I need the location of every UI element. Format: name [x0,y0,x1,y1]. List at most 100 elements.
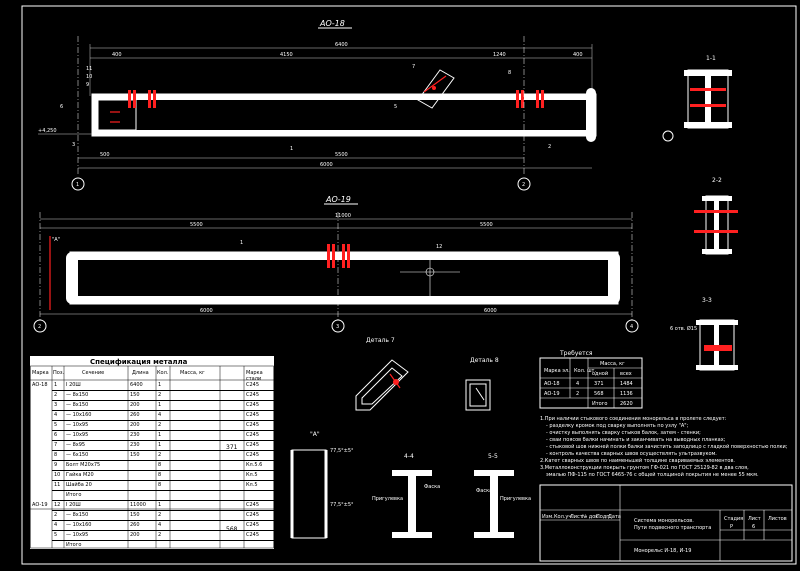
ao19-center-mark [425,267,435,277]
spec-cell: 2 [54,512,58,518]
spec-cell: С245 [246,402,260,408]
demand-sh1: всех [620,371,632,377]
spec-cell: 5 [54,532,58,538]
spec-cell: 200 [130,532,140,538]
spec-cell: 260 [130,412,140,418]
sec44-weld: Пригулевка [372,496,403,502]
note-5: - контроль качества сварных швов осущест… [546,451,717,457]
spec-cell: Кл.5.6 [246,462,263,468]
spec-h3: Длина [132,370,149,376]
demand-r1c3: 1136 [620,391,633,397]
note-6: 2.Катет сварных швов по наименьшей толщи… [540,457,735,464]
ao19-dim-b1: 6000 [200,308,213,314]
note-8: эмалью ПФ-115 по ГОСТ 6465-76 с общей то… [546,471,759,478]
spec-cell: 1 [54,382,58,388]
spec-cell: 1 [158,402,162,408]
sec11-title: 1-1 [706,55,716,62]
spec-cell: 4 [54,412,58,418]
ao19-end-cap-right [608,252,620,304]
spec-row-divider [52,440,274,441]
spec-cell: С245 [246,392,260,398]
stamp-doc: Монорельс И-18, И-19 [634,548,691,554]
note-0: 1.При наличии стыкового соединения монор… [540,416,727,422]
spec-cell: 2 [158,452,162,458]
spec-cell: — 10х95 [66,432,89,438]
detail7-title: Деталь 7 [366,337,395,344]
demand-h2: Масса, кг [600,361,625,367]
spec-cell: 230 [130,442,140,448]
sec55-weld: Пригулевка [500,496,531,502]
spec-cell: С245 [246,512,260,518]
spec-cell: 6 [54,432,58,438]
spec-h4: Кол. [157,370,169,376]
stamp-sheet: 6 [752,524,755,530]
ao18-dim-b1: 500 [100,152,110,158]
spec-cell: АО-19 [32,502,48,508]
detail-7: Деталь 7 [355,337,409,411]
note-3: - сваи поясов балки начинать и заканчива… [546,437,726,443]
ao19-dim-1: 5500 [190,222,203,228]
spec-cell: 11 [54,482,61,488]
spec-sum18: 371 [226,444,238,451]
ao19-end-cap-left [66,252,78,304]
spec-cell: 8 [158,482,162,488]
spec-cell: С245 [246,412,260,418]
spec-h2: Сечение [82,370,105,376]
spec-cell: 11000 [130,502,146,508]
ao19-axis-2 [33,319,47,333]
ao18-brace-plate [417,69,455,109]
spec-row-divider [52,410,274,411]
ao18-bolt-group-left [110,90,156,123]
ao18-axis-1 [71,177,85,191]
spec-row-divider [52,460,274,461]
spec-cell: 2 [158,512,162,518]
ao18-dim-1: 400 [112,52,122,58]
ao19-axis-3 [331,319,345,333]
ao19-title: АО-19 [325,195,351,204]
sec55-title: 5-5 [488,453,498,460]
spec-cell: 4 [158,522,162,528]
stamp-col5: Дата [608,514,621,520]
viewa-angle1: 77,5°±5° [330,448,354,454]
spec-cell: 2 [158,422,162,428]
spec-cell: 12 [54,502,61,508]
spec-row-divider [52,510,274,511]
sec33-title: 3-3 [702,297,712,304]
ao18-axis-2 [517,177,531,191]
ao18-end-cap [586,88,596,142]
spec-grid [30,365,274,549]
ao18-label-4: 4 [400,96,403,102]
ao19-dim-total: 11000 [335,213,351,219]
spec-h0: Марка [32,370,49,376]
section-2-2: 2-2 [694,177,738,255]
spec-cell: — 10х95 [66,422,89,428]
spec-cell: 260 [130,522,140,528]
spec-cell: — 8х150 [66,402,89,408]
ao18-title: АО-18 [319,19,345,28]
spec-title: Спецификация металла [90,358,188,366]
spec-row-divider [52,430,274,431]
demand-r1c0: АО-19 [544,391,560,397]
demand-r0c3: 1484 [620,381,633,387]
spec-row-divider [52,390,274,391]
ao18-axis-1-label: 1 [76,182,79,188]
ao18-label-7: 7 [412,64,415,70]
ao18-dim-4: 400 [573,52,583,58]
ao19-axis-2-label: 2 [38,324,41,330]
stamp-title2: Пути подвесного транспорта [634,525,711,531]
spec-row-divider [52,550,274,551]
stamp-title1: Система монорельсов. [634,518,694,524]
spec-cell: С245 [246,422,260,428]
spec-cell: С245 [246,502,260,508]
ao18-dim-b2: 5500 [335,152,348,158]
spec-row-divider [52,490,274,491]
spec-cell: 150 [130,392,140,398]
ao18-label-5: 5 [394,104,397,110]
spec-cell: 3 [54,402,58,408]
ao18-label-9: 9 [86,82,89,88]
spec-row-divider [52,540,274,541]
ao19-label-1: 1 [240,240,243,246]
ao19-dim-2: 5500 [480,222,493,228]
section-4-4: 4-4 Фаска Пригулевка [372,453,440,538]
